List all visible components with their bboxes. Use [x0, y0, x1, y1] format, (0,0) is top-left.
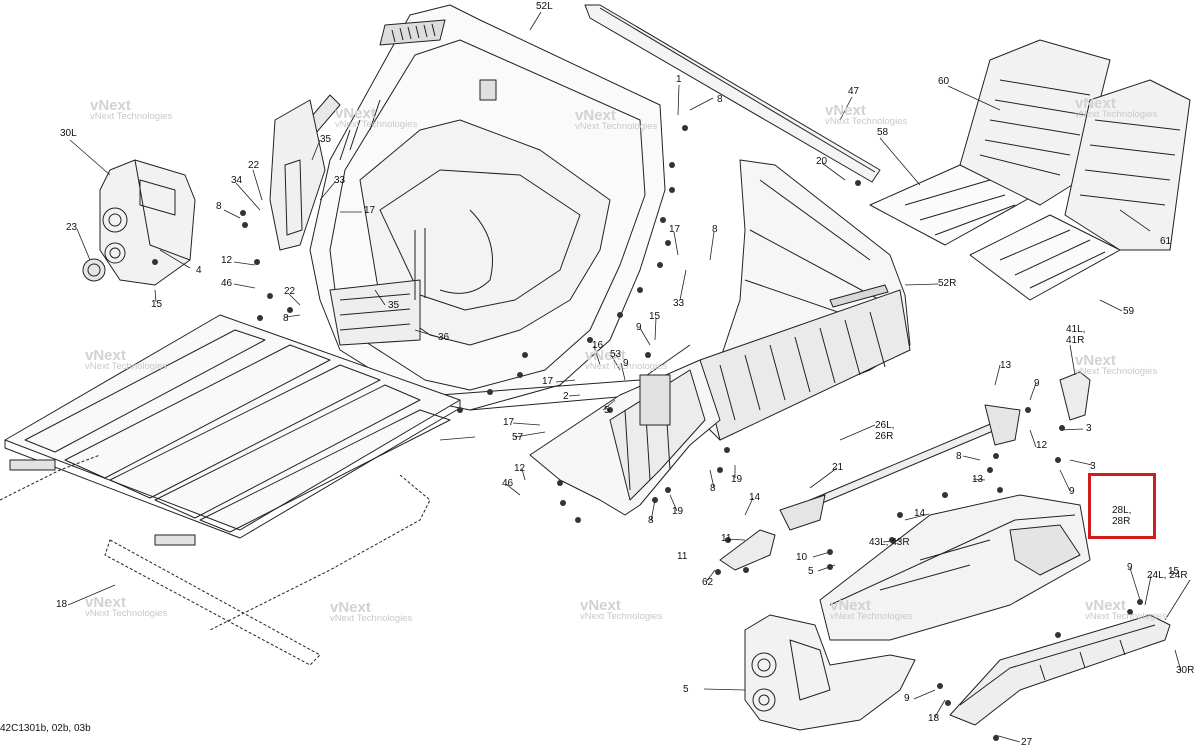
tailgate [529, 359, 721, 516]
callout-label: 28L, 28R [1112, 505, 1132, 527]
callout-label: 9 [904, 693, 910, 704]
strap [0, 454, 431, 666]
callout-label: 35 [320, 134, 332, 145]
callout-label: 53 [610, 349, 622, 360]
callout-label: 14 [749, 492, 761, 503]
callout-label: 17 [669, 224, 681, 235]
callout-label: 4 [196, 265, 202, 276]
callout-label: 19 [672, 506, 684, 517]
callout-label: 5 [808, 566, 814, 577]
callout-label: 3 [1090, 461, 1096, 472]
callout-label: 9 [623, 358, 629, 369]
callout-label: 30R [1176, 665, 1195, 676]
callout-label: 12 [221, 255, 233, 266]
callout-label: 57 [512, 432, 524, 443]
bed-cover [4, 314, 461, 546]
support-rod [779, 404, 1021, 531]
callout-label: 52L [536, 1, 553, 12]
callout-label: 23 [66, 222, 78, 233]
callout-label: 1 [676, 74, 682, 85]
callout-label: 15 [151, 299, 163, 310]
callout-label: 9 [636, 322, 642, 333]
callout-label: 9 [1127, 562, 1133, 573]
callout-label: 46 [502, 478, 514, 489]
callout-label: 15 [649, 311, 661, 322]
callout-label: 2 [563, 391, 569, 402]
callout-label: 10 [796, 552, 808, 563]
callout-label: 17 [503, 417, 515, 428]
callout-label: 30L [60, 128, 77, 139]
callout-label: 27 [1021, 737, 1033, 748]
callout-label: 8 [710, 483, 716, 494]
callout-label: 18 [56, 599, 68, 610]
bracket-43 [719, 529, 776, 571]
callout-label: 17 [542, 376, 554, 387]
callout-label: 9 [1034, 378, 1040, 389]
callout-label: 12 [514, 463, 526, 474]
side-cover [819, 494, 1091, 641]
callout-label: 41L, 41R [1066, 324, 1086, 346]
callout-label: 61 [1160, 236, 1172, 247]
callout-label: 12 [1036, 440, 1048, 451]
callout-label: 15 [1168, 566, 1180, 577]
callout-label: 8 [216, 201, 222, 212]
callout-label: 21 [832, 462, 844, 473]
callout-label: 8 [648, 515, 654, 526]
callout-label: 5 [604, 405, 610, 416]
hardware [152, 125, 1143, 741]
callout-label: 13 [1000, 360, 1012, 371]
callout-label: 11 [721, 533, 732, 544]
callout-label: 58 [877, 127, 889, 138]
callout-label: 33 [673, 298, 685, 309]
callout-label: 59 [1123, 306, 1135, 317]
rail-24 [949, 614, 1171, 726]
callout-label: 11 [677, 551, 688, 562]
callout-label: 33 [334, 175, 346, 186]
callout-label: 9 [1069, 486, 1075, 497]
callout-label: 22 [248, 160, 260, 171]
right-enclosure [744, 614, 916, 731]
callout-label: 8 [956, 451, 962, 462]
callout-label: 34 [231, 175, 243, 186]
callout-label: 36 [438, 332, 450, 343]
highlight-box [1088, 473, 1156, 539]
callout-label: 26L, 26R [875, 420, 895, 442]
callout-label: 13 [972, 474, 984, 485]
diagram-code: 42C1301b, 02b, 03b [0, 723, 91, 734]
callout-label: 8 [717, 94, 723, 105]
callout-label: 52R [938, 278, 957, 289]
callout-label: 18 [928, 713, 940, 724]
leader-lines [67, 11, 1191, 743]
callout-label: 46 [221, 278, 233, 289]
callout-label: 5 [683, 684, 689, 695]
callout-label: 43L, 43R [869, 537, 910, 548]
callout-label: 16 [592, 340, 604, 351]
cargo-box [269, 4, 691, 411]
left-enclosure [99, 159, 196, 286]
cap-23 [82, 258, 106, 282]
callout-label: 8 [283, 313, 289, 324]
callout-label: 35 [388, 300, 400, 311]
callout-label: 62 [702, 577, 714, 588]
right-side-panel [699, 159, 911, 441]
callout-label: 47 [848, 86, 860, 97]
bracket-41 [1059, 371, 1091, 421]
callout-label: 19 [731, 474, 743, 485]
callout-label: 14 [914, 508, 926, 519]
callout-label: 24L, 24R [1147, 570, 1188, 581]
side-rail [584, 4, 881, 183]
callout-label: 20 [816, 156, 828, 167]
callout-label: 22 [284, 286, 296, 297]
floor-mats [869, 39, 1191, 301]
callout-label: 17 [364, 205, 376, 216]
callout-label: 8 [712, 224, 718, 235]
callout-label: 60 [938, 76, 950, 87]
callout-label: 3 [1086, 423, 1092, 434]
